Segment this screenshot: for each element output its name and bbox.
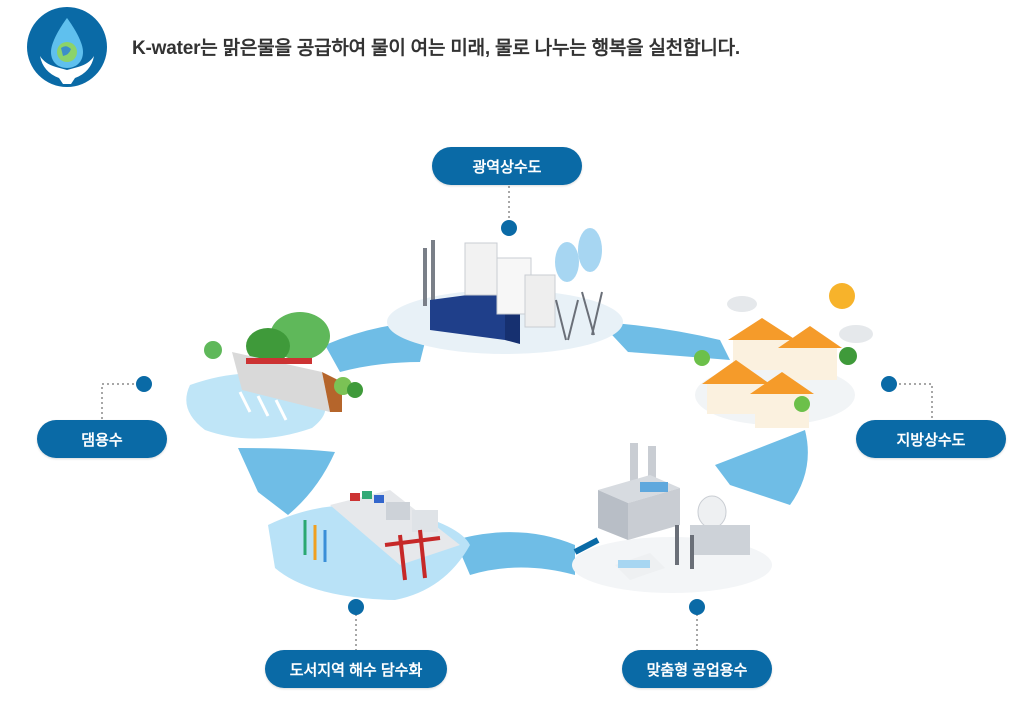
tagline: K-water는 맑은물을 공급하여 물이 여는 미래, 물로 나누는 행복을 …	[132, 38, 740, 59]
dot-industrial	[689, 599, 705, 615]
dot-dam	[136, 376, 152, 392]
water-treatment-plant-icon	[387, 228, 623, 354]
label-dam-water[interactable]: 댐용수	[37, 420, 167, 458]
dot-wide-area	[501, 220, 517, 236]
connector-local	[889, 383, 933, 420]
factory-icon	[572, 443, 772, 593]
water-drop-hands-icon	[27, 7, 107, 87]
dot-local	[881, 376, 897, 392]
flow-arrow-top-right	[600, 322, 730, 360]
flow-arrows	[238, 322, 808, 575]
label-island-desalination[interactable]: 도서지역 해수 담수화	[265, 650, 447, 688]
connectors	[101, 186, 933, 650]
label-industrial-water[interactable]: 맞춤형 공업용수	[622, 650, 772, 688]
flow-arrow-left	[238, 448, 335, 515]
label-wide-area-water-supply[interactable]: 광역상수도	[432, 147, 582, 185]
port-desalination-icon	[268, 490, 470, 600]
flow-arrow-right	[715, 430, 808, 505]
dot-desalination	[348, 599, 364, 615]
houses-icon	[694, 283, 873, 428]
connector-dots	[136, 220, 897, 615]
label-local-water-supply[interactable]: 지방상수도	[856, 420, 1006, 458]
dam-icon	[186, 312, 363, 439]
connector-dam	[101, 383, 144, 420]
flow-arrow-bottom	[455, 532, 575, 575]
